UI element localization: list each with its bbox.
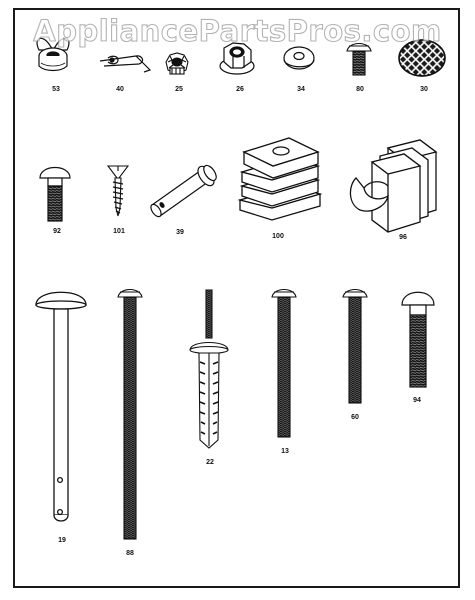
- long-machine-screw-part: [117, 288, 143, 540]
- part-label: 80: [356, 86, 364, 93]
- part-label: 39: [176, 229, 184, 236]
- part-label: 19: [58, 537, 66, 544]
- leg-cap-clip-part: [349, 139, 438, 233]
- part-label: 25: [175, 86, 183, 93]
- medium-machine-screw-part: [271, 288, 297, 438]
- long-clevis-pin-part: [35, 291, 87, 522]
- carriage-bolt-large-part: [401, 291, 435, 388]
- part-label: 60: [351, 414, 359, 421]
- cotter-pin-part: [99, 55, 152, 73]
- part-label: 53: [52, 86, 60, 93]
- part-label: 92: [53, 228, 61, 235]
- knurled-disc-part: [398, 39, 446, 77]
- part-label: 88: [126, 550, 134, 557]
- clevis-pin-part: [150, 164, 217, 218]
- push-rivet-anchor-part: [189, 289, 229, 449]
- wood-screw-part: [106, 165, 130, 217]
- short-screw-part: [346, 42, 372, 76]
- part-label: 96: [399, 234, 407, 241]
- part-label: 94: [413, 397, 421, 404]
- part-label: 101: [113, 228, 125, 235]
- hex-flange-nut-part: [219, 42, 255, 75]
- carriage-bolt-small-part: [39, 166, 71, 222]
- part-label: 26: [236, 86, 244, 93]
- diagram-frame: [13, 8, 460, 588]
- part-label: 30: [420, 86, 428, 93]
- short-machine-screw-part: [342, 288, 368, 404]
- part-label: 34: [297, 86, 305, 93]
- wing-nut-part: [36, 37, 70, 72]
- leveling-foot-square-part: [237, 137, 323, 221]
- flat-washer-part: [283, 46, 315, 70]
- star-lock-nut-part: [165, 52, 189, 75]
- part-label: 22: [206, 459, 214, 466]
- part-label: 40: [116, 86, 124, 93]
- part-label: 13: [281, 448, 289, 455]
- part-label: 100: [272, 233, 284, 240]
